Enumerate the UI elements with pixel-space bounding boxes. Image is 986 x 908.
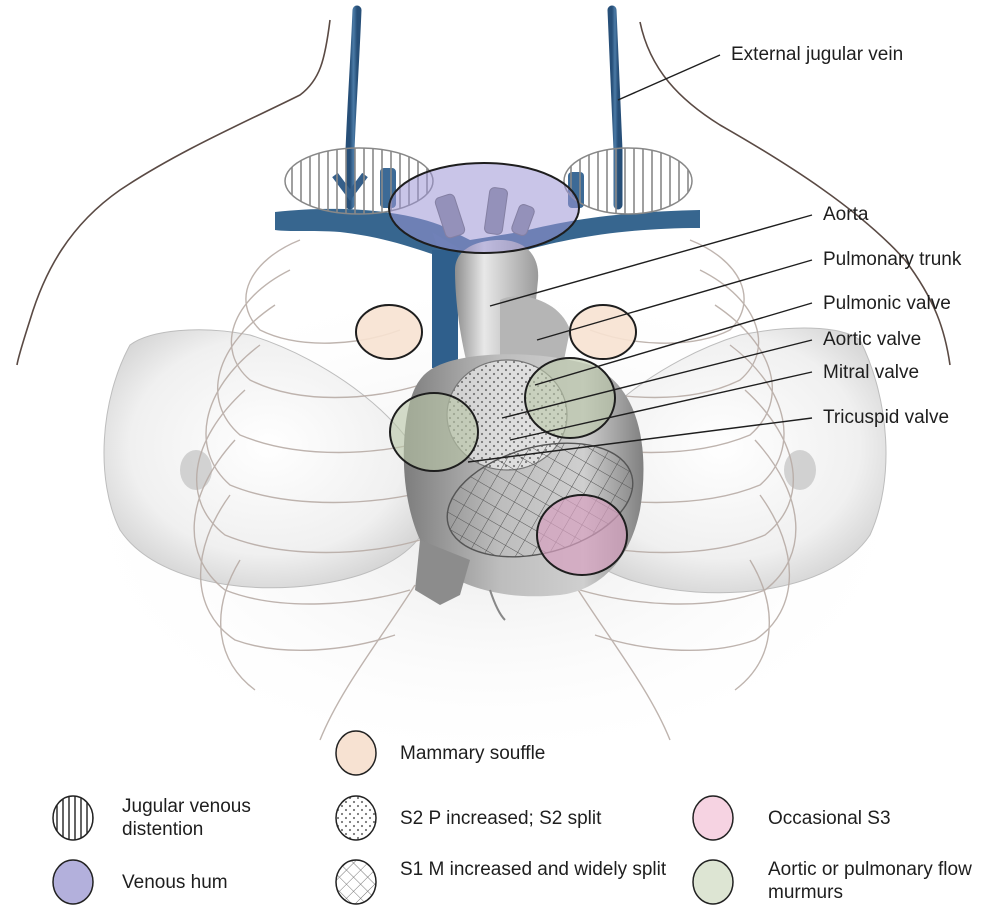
- legend-swatch-jvd: [52, 795, 94, 841]
- legend-label-flow-murmurs: Aortic or pulmonary flow murmurs: [768, 859, 972, 903]
- occasional-s3-area: [536, 494, 628, 576]
- leader-lines: [467, 54, 813, 463]
- venous-hum-area: [388, 162, 580, 254]
- leader-pulmonic-valve: [534, 302, 813, 386]
- legend-label-occasional-s3: Occasional S3: [768, 808, 891, 829]
- jvd-right: [563, 147, 693, 215]
- label-aorta: Aorta: [823, 204, 869, 225]
- flow-murmur-right: [524, 357, 616, 439]
- mammary-souffle-right: [569, 304, 637, 360]
- label-pulmonic-valve: Pulmonic valve: [823, 293, 951, 314]
- label-external-jugular-vein: External jugular vein: [731, 44, 904, 65]
- body-outline: [16, 19, 951, 366]
- leader-aortic-valve: [501, 339, 813, 419]
- leader-pulmonary-trunk: [536, 259, 813, 341]
- legend-swatch-s1m: [335, 859, 377, 905]
- left-nipple: [180, 450, 212, 490]
- legend-label-s1m: S1 M increased and widely split: [400, 859, 667, 880]
- venous-system: [275, 5, 700, 372]
- right-shoulder-line: [639, 21, 951, 366]
- leader-external-jugular-vein: [617, 54, 721, 101]
- legend-swatch-occasional-s3: [692, 795, 734, 841]
- breasts: [103, 327, 887, 594]
- label-tricuspid-valve: Tricuspid valve: [823, 407, 950, 428]
- label-mitral-valve: Mitral valve: [823, 362, 920, 383]
- legend-label-jvd: Jugular venous distention: [122, 796, 251, 840]
- legend-label-s2p: S2 P increased; S2 split: [400, 808, 602, 829]
- legend-swatch-venous-hum: [52, 859, 94, 905]
- right-external-jugular: [607, 5, 623, 210]
- descending-vessels: [415, 540, 470, 605]
- left-breast: [103, 329, 433, 589]
- leader-tricuspid-valve: [467, 417, 813, 463]
- mammary-souffle-left: [355, 304, 423, 360]
- legend-swatch-mammary-souffle: [335, 730, 377, 776]
- legend-swatch-s2p: [335, 795, 377, 841]
- label-aortic-valve: Aortic valve: [823, 329, 922, 350]
- brachiocephalic-veins: [275, 208, 700, 262]
- legend-swatches: [52, 730, 734, 905]
- rib-cage: [193, 239, 797, 741]
- left-external-jugular: [345, 5, 362, 210]
- right-nipple: [784, 450, 816, 490]
- left-shoulder-line: [16, 19, 331, 366]
- flow-murmur-left: [389, 392, 479, 472]
- leader-mitral-valve: [509, 371, 813, 441]
- label-pulmonary-trunk: Pulmonary trunk: [823, 249, 962, 270]
- leader-aorta: [489, 214, 813, 307]
- legend-label-venous-hum: Venous hum: [122, 872, 228, 893]
- legend-swatch-flow-murmurs: [692, 859, 734, 905]
- legend-label-mammary-souffle: Mammary souffle: [400, 743, 546, 764]
